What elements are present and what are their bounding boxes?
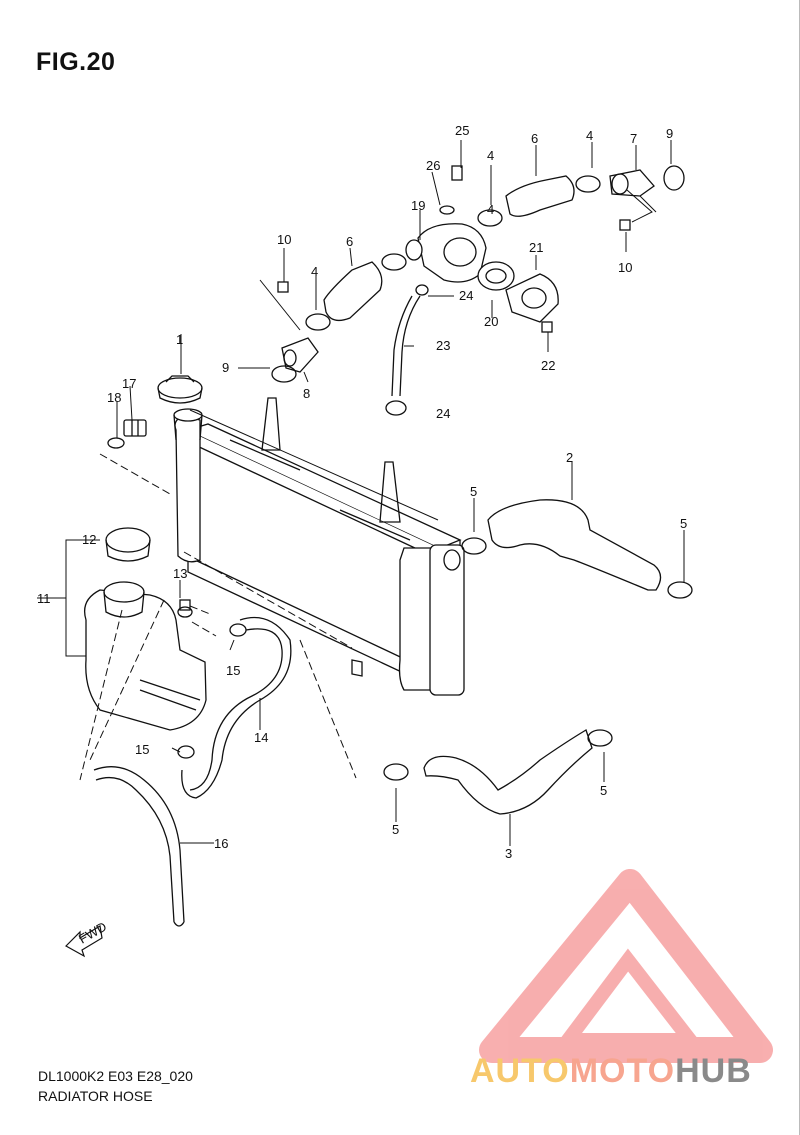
callout-6: 6	[531, 131, 538, 146]
temp-sensor	[107, 419, 147, 449]
parts-drawing	[37, 140, 693, 927]
callout-18: 18	[107, 390, 121, 405]
callout-5: 5	[600, 783, 607, 798]
callout-5: 5	[470, 484, 477, 499]
radiator-cap	[157, 375, 203, 404]
hose-23	[391, 295, 421, 397]
reservoir-tank	[83, 527, 207, 731]
leader-lines	[37, 140, 685, 846]
hose-union-lower	[281, 337, 319, 373]
thermostat-cover	[505, 273, 559, 323]
callout-2: 2	[566, 450, 573, 465]
radiator	[173, 397, 465, 696]
o-ring-lower	[271, 365, 297, 383]
callout-15: 15	[226, 663, 240, 678]
callout-4: 4	[487, 148, 494, 163]
callout-17: 17	[122, 376, 136, 391]
callout-4: 4	[311, 264, 318, 279]
callout-5: 5	[680, 516, 687, 531]
callout-22: 22	[541, 358, 555, 373]
callout-11: 11	[37, 591, 51, 606]
watermark-text-moto: MOTO	[569, 1052, 676, 1090]
callout-8: 8	[303, 386, 310, 401]
callout-24: 24	[459, 288, 473, 303]
diagram-name: RADIATOR HOSE	[38, 1088, 153, 1104]
callout-10: 10	[618, 260, 632, 275]
bolts	[179, 165, 631, 611]
hose-16	[93, 766, 185, 927]
watermark-text-hub: HUB	[675, 1052, 752, 1090]
callout-25: 25	[455, 123, 469, 138]
callout-24: 24	[436, 406, 450, 421]
hose-2	[487, 499, 662, 591]
callout-23: 23	[436, 338, 450, 353]
callout-16: 16	[214, 836, 228, 851]
hose-3	[423, 729, 593, 815]
callout-15: 15	[135, 742, 149, 757]
callout-4: 4	[487, 202, 494, 217]
diagram-code: DL1000K2 E03 E28_020	[38, 1068, 193, 1084]
watermark-text-auto: AUTO	[470, 1052, 570, 1090]
fwd-arrow-icon: FWD	[65, 919, 109, 958]
callout-4: 4	[586, 128, 593, 143]
callout-12: 12	[82, 532, 96, 547]
callout-26: 26	[426, 158, 440, 173]
callout-1: 1	[176, 332, 183, 347]
o-ring-upper	[663, 165, 685, 191]
watermark-text: AUTOMOTOHUB	[470, 1052, 752, 1091]
callout-19: 19	[411, 198, 425, 213]
figure-title: FIG.20	[36, 48, 116, 76]
hose-14	[181, 616, 292, 799]
callout-9: 9	[222, 360, 229, 375]
hose-6-lower	[323, 261, 383, 322]
callout-5: 5	[392, 822, 399, 837]
callout-14: 14	[254, 730, 268, 745]
callout-13: 13	[173, 566, 187, 581]
callout-7: 7	[630, 131, 637, 146]
callout-3: 3	[505, 846, 512, 861]
callout-20: 20	[484, 314, 498, 329]
hose-clamps	[177, 175, 693, 781]
watermark-logo	[479, 869, 773, 1063]
callout-21: 21	[529, 240, 543, 255]
callout-6: 6	[346, 234, 353, 249]
hose-union	[609, 169, 655, 197]
callout-9: 9	[666, 126, 673, 141]
hose-6-upper	[505, 175, 575, 217]
callout-10: 10	[277, 232, 291, 247]
thermostat	[477, 261, 515, 291]
thermostat-housing	[405, 223, 487, 283]
